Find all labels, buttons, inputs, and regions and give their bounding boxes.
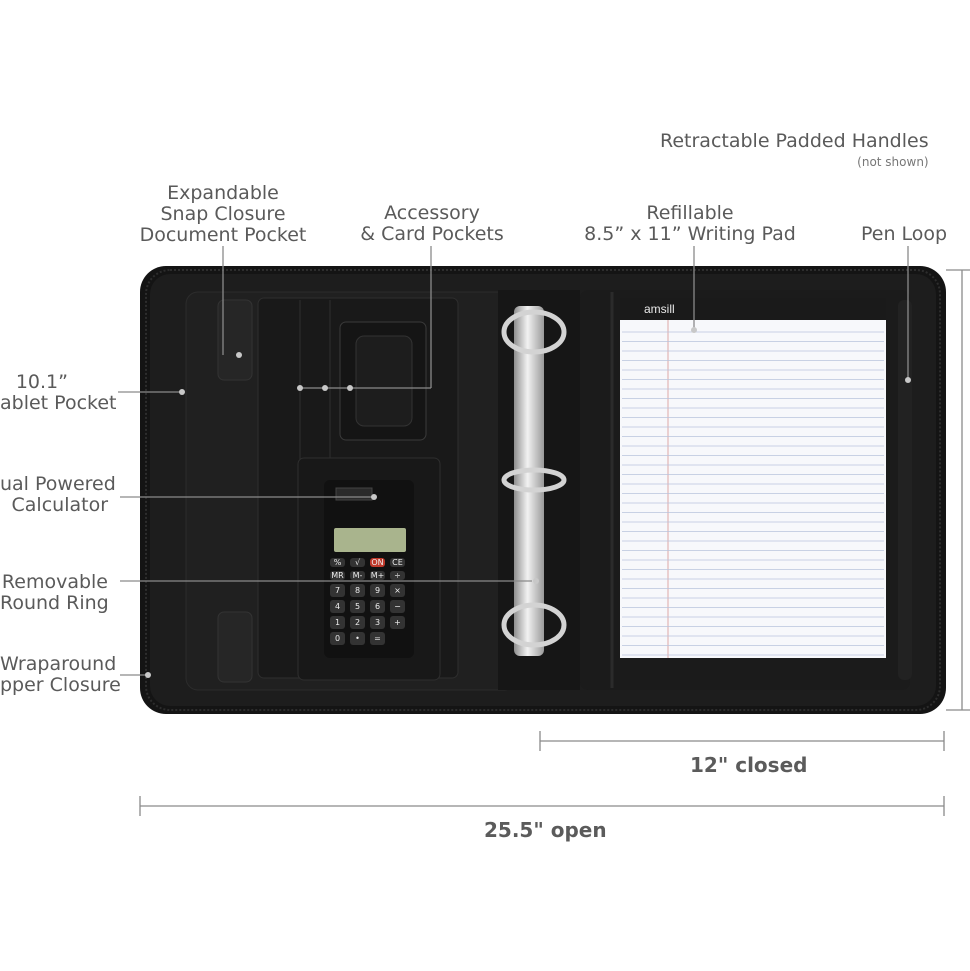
tablet-strap-top — [217, 299, 253, 381]
ring-bottom — [501, 602, 567, 648]
expandable-line3: Document Pocket — [139, 224, 307, 246]
calculator-key: CE — [390, 558, 405, 567]
open-dimension-label: 25.5" open — [484, 818, 607, 842]
solar-panel — [335, 487, 373, 501]
zipper-callout: Wraparound pper Closure — [0, 654, 121, 696]
calculator-key: × — [390, 584, 405, 597]
calculator-key: 1 — [330, 616, 345, 629]
handles-title: Retractable Padded Handles — [660, 130, 929, 152]
calculator-callout: ual Powered Calculator — [0, 473, 116, 516]
writing-pad-callout: Refillable 8.5” x 11” Writing Pad — [570, 203, 810, 245]
leader-dot-expandable — [236, 352, 242, 358]
tablet-line2: ablet Pocket — [0, 392, 117, 414]
leader-dot-accessory-3 — [347, 385, 353, 391]
tablet-line1: 10.1” — [15, 371, 68, 393]
calculator-key: • — [350, 632, 365, 645]
calculator-key: 2 — [350, 616, 365, 629]
leader-dot-pad — [691, 327, 697, 333]
accessory-line2: & Card Pockets — [360, 223, 504, 245]
accessory-line1: Accessory — [384, 202, 480, 224]
card-window-inner — [355, 335, 413, 427]
calculator-key: + — [390, 616, 405, 629]
pen-loop-callout: Pen Loop — [861, 223, 948, 245]
leader-dot-calculator — [371, 494, 377, 500]
tablet-strap-bottom — [217, 611, 253, 683]
leader-dot-zipper — [145, 672, 151, 678]
zipper-line2: pper Closure — [0, 674, 121, 696]
calculator-key: − — [390, 600, 405, 613]
leader-dot-pen — [905, 377, 911, 383]
calculator-line1: ual Powered — [0, 473, 116, 495]
calculator-key: 9 — [370, 584, 385, 597]
closed-dimension-label: 12" closed — [690, 753, 808, 777]
calculator-key: 7 — [330, 584, 345, 597]
calculator-key: M- — [350, 571, 365, 580]
expandable-pocket-callout: Expandable Snap Closure Document Pocket — [135, 183, 311, 246]
calculator-key: 8 — [350, 584, 365, 597]
ring-middle — [501, 467, 567, 493]
handles-callout: Retractable Padded Handles (not shown) — [660, 131, 929, 173]
tablet-pocket-callout: 10.1” ablet Pocket — [0, 371, 117, 414]
ring-line1: Removable — [1, 571, 108, 593]
calculator-lcd — [334, 528, 406, 552]
zipper-seam — [145, 269, 941, 711]
zipper-line1: Wraparound — [0, 653, 117, 675]
calculator-key: ON — [370, 558, 385, 567]
round-ring-callout: Removable Round Ring — [0, 571, 109, 614]
calculator-key: 5 — [350, 600, 365, 613]
calculator-key: 3 — [370, 616, 385, 629]
calculator-key: = — [370, 632, 385, 645]
accessory-pockets-callout: Accessory & Card Pockets — [352, 203, 512, 245]
calculator-key: % — [330, 558, 345, 567]
handles-note: (not shown) — [857, 155, 929, 169]
expandable-line2: Snap Closure — [160, 203, 286, 225]
pad-header — [620, 298, 886, 320]
calculator-key: 4 — [330, 600, 345, 613]
ring-top — [501, 309, 567, 355]
pen-loop — [898, 300, 912, 680]
leader-dot-accessory-2 — [322, 385, 328, 391]
calculator-key: 0 — [330, 632, 345, 645]
calculator-key: 6 — [370, 600, 385, 613]
writing-pad — [620, 298, 886, 658]
pad-brand: amsill — [644, 302, 675, 316]
calculator-key: ÷ — [390, 571, 405, 580]
leader-dot-accessory-1 — [297, 385, 303, 391]
calculator-key: MR — [330, 571, 345, 580]
expandable-line1: Expandable — [167, 182, 279, 204]
calculator-body — [324, 480, 414, 658]
ring-line2: Round Ring — [0, 592, 109, 614]
calculator-line2: Calculator — [11, 494, 108, 516]
refillable-line2: 8.5” x 11” Writing Pad — [584, 223, 796, 245]
ring-spine-bar — [514, 306, 544, 656]
pad-rule-lines — [622, 331, 884, 656]
calculator-key: √ — [350, 558, 365, 567]
refillable-line1: Refillable — [646, 202, 734, 224]
leader-dot-ring — [533, 578, 539, 584]
leader-dot-tablet — [179, 389, 185, 395]
calculator-key: M+ — [370, 571, 385, 580]
